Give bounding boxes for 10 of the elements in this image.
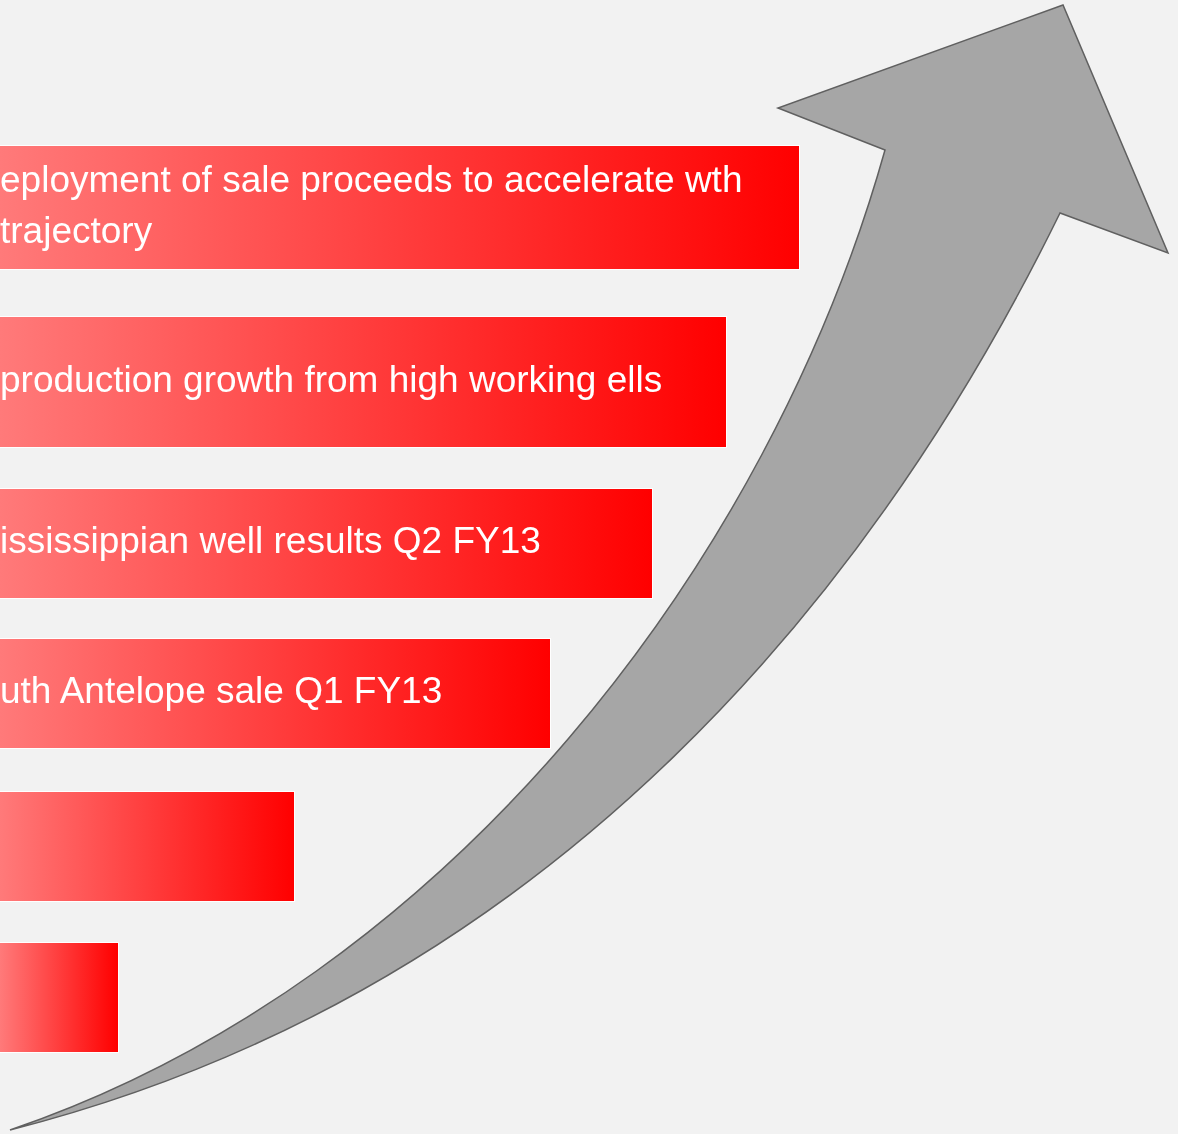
bar-text: eployment of sale proceeds to accelerate wth trajectory (0, 157, 744, 253)
bar-text: ississippian well results Q2 FY13 (0, 519, 542, 563)
banner-bar (0, 638, 551, 749)
banner-bar (0, 488, 653, 599)
bar-text: uth Antelope sale Q1 FY13 (0, 669, 444, 713)
banner-bar (0, 145, 800, 270)
banner-bar (0, 316, 727, 448)
bar-text: production growth from high working ells (0, 357, 664, 402)
bar-shape (0, 791, 295, 902)
bar-shape (0, 942, 119, 1053)
